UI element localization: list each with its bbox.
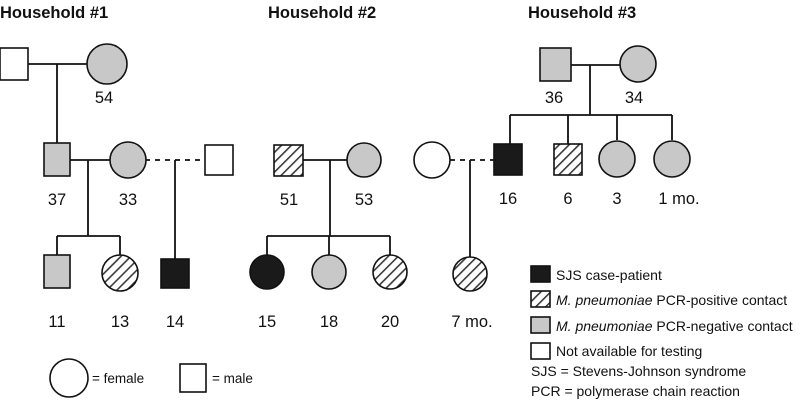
- h3-grandfather-male-negative-symbol: [539, 47, 572, 82]
- age-label: 1 mo.: [658, 190, 699, 208]
- negative-key-swatch: [530, 316, 551, 334]
- age-label: 33: [119, 191, 137, 209]
- h3-grandmother-female-negative-symbol: [619, 45, 657, 83]
- unavailable-key-label: Not available for testing: [556, 343, 702, 359]
- h1-father-male-negative-symbol: [43, 142, 71, 177]
- h3-child-1mo-female-negative-symbol: [653, 140, 691, 178]
- h1-grandfather-male-untested-symbol: [0, 47, 29, 81]
- female-legend-symbol: [49, 358, 89, 398]
- h3-child-16-male-case-symbol: [493, 143, 523, 176]
- household-3-title: Household #3: [528, 4, 636, 22]
- case-key-swatch: [530, 265, 551, 283]
- female-legend-label: = female: [92, 371, 144, 386]
- age-label: 13: [111, 313, 129, 331]
- h2-father-male-positive-symbol: [273, 144, 304, 177]
- household-2-lines: [266, 159, 391, 255]
- h1-child-11-male-negative-symbol: [43, 254, 71, 289]
- age-label: 37: [48, 191, 66, 209]
- age-label: 3: [612, 190, 621, 208]
- h3-child-7mo-female-positive-symbol: [452, 256, 488, 292]
- age-label: 15: [258, 313, 276, 331]
- h3-partner-female-untested-symbol: [413, 141, 451, 179]
- household-1-title: Household #1: [0, 4, 108, 22]
- h2-child-18-female-negative-symbol: [311, 254, 347, 290]
- household-3-lines: [450, 64, 673, 257]
- age-label: 6: [563, 190, 572, 208]
- h1-partner-male-untested-symbol: [204, 144, 234, 176]
- household-1-lines: [28, 63, 205, 259]
- sjs-abbreviation-note: SJS = Stevens-Johnson syndrome: [531, 363, 746, 379]
- age-label: 11: [48, 313, 65, 331]
- age-label: 51: [280, 191, 298, 209]
- h3-child-6-male-positive-symbol: [553, 143, 583, 176]
- pcr-abbreviation-note: PCR = polymerase chain reaction: [531, 383, 740, 399]
- sex-legend: = female = male: [49, 358, 253, 398]
- age-label: 20: [381, 313, 399, 331]
- age-label: 54: [95, 89, 113, 107]
- age-label: 7 mo.: [451, 313, 492, 331]
- positive-key-label: M. pneumoniae PCR-positive contact: [556, 292, 787, 308]
- unavailable-key-swatch: [530, 342, 551, 360]
- age-label: 34: [625, 89, 643, 107]
- age-label: 18: [320, 313, 338, 331]
- h1-child-14-male-case-symbol: [160, 258, 190, 289]
- h3-child-3-female-negative-symbol: [598, 140, 636, 178]
- h2-mother-female-negative-symbol: [346, 142, 382, 178]
- status-key: SJS case-patient M. pneumoniae PCR-posit…: [530, 265, 793, 399]
- age-label: 16: [499, 190, 517, 208]
- h1-mother-female-negative-symbol: [109, 141, 147, 179]
- negative-key-label: M. pneumoniae PCR-negative contact: [556, 318, 793, 334]
- household-2-title: Household #2: [268, 4, 376, 22]
- age-label: 53: [355, 191, 373, 209]
- case-key-label: SJS case-patient: [556, 267, 662, 283]
- h1-grandmother-female-negative-symbol: [86, 43, 128, 85]
- male-legend-symbol: [179, 363, 207, 393]
- positive-key-swatch: [530, 290, 551, 308]
- h2-child-15-female-case-symbol: [249, 254, 285, 290]
- age-label: 36: [545, 89, 563, 107]
- h1-child-13-female-positive-symbol: [101, 254, 139, 292]
- male-legend-label: = male: [212, 371, 253, 386]
- age-label: 14: [166, 313, 184, 331]
- h2-child-20-female-positive-symbol: [372, 254, 408, 290]
